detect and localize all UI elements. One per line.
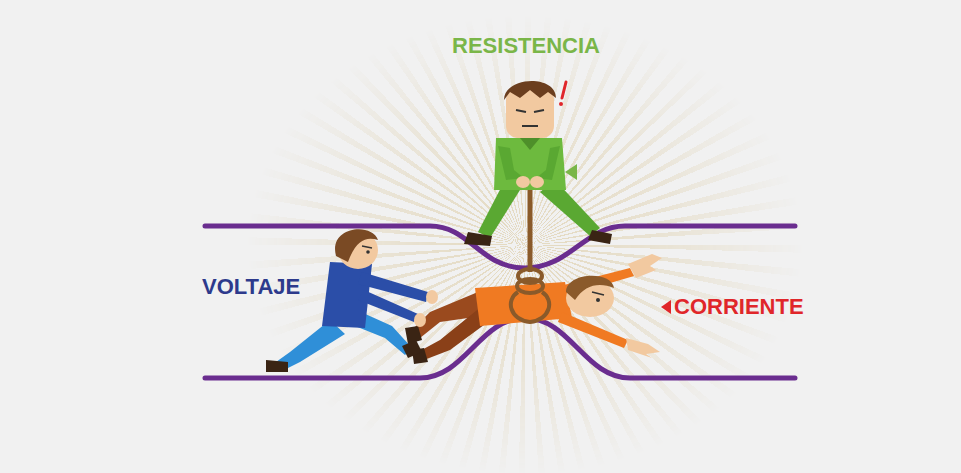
sunburst-background [235,5,815,473]
resistance-label: RESISTENCIA [452,35,600,57]
voltage-label: VOLTAJE [202,276,300,298]
current-label: CORRIENTE [674,296,804,318]
